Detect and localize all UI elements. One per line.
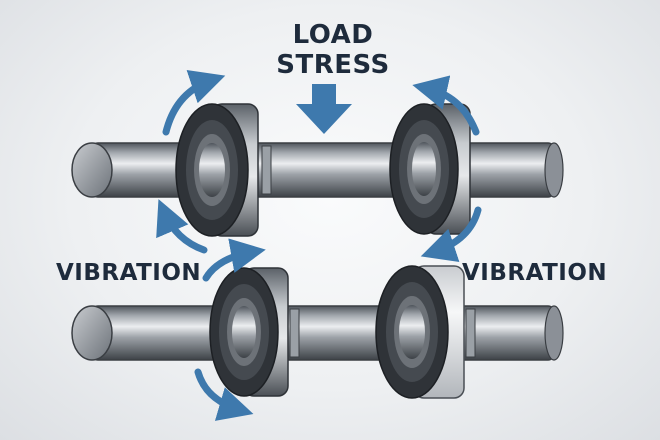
vibration-label-left: VIBRATION (56, 260, 202, 286)
curved-arrow-icon (420, 206, 482, 262)
bottom-shaft-assembly (71, 238, 564, 421)
top-shaft (71, 142, 564, 198)
bottom-right-bearing (375, 265, 465, 399)
top-right-bearing (389, 103, 471, 235)
curved-arrow-icon (412, 75, 480, 136)
curved-arrow-icon (194, 368, 254, 421)
bottom-left-bearing (209, 267, 289, 397)
curved-arrow-icon (156, 199, 208, 254)
curved-arrow-icon (162, 70, 226, 136)
curved-arrow-icon (202, 238, 266, 282)
load-label-line1: LOAD (292, 20, 374, 50)
bottom-shaft (71, 305, 564, 361)
vibration-label-right: VIBRATION (462, 260, 608, 286)
load-stress-label: LOAD STRESS (258, 20, 408, 80)
arrow-down-icon (296, 84, 352, 134)
load-label-line2: STRESS (276, 50, 390, 80)
top-left-bearing (175, 103, 259, 237)
top-shaft-assembly (71, 70, 564, 262)
